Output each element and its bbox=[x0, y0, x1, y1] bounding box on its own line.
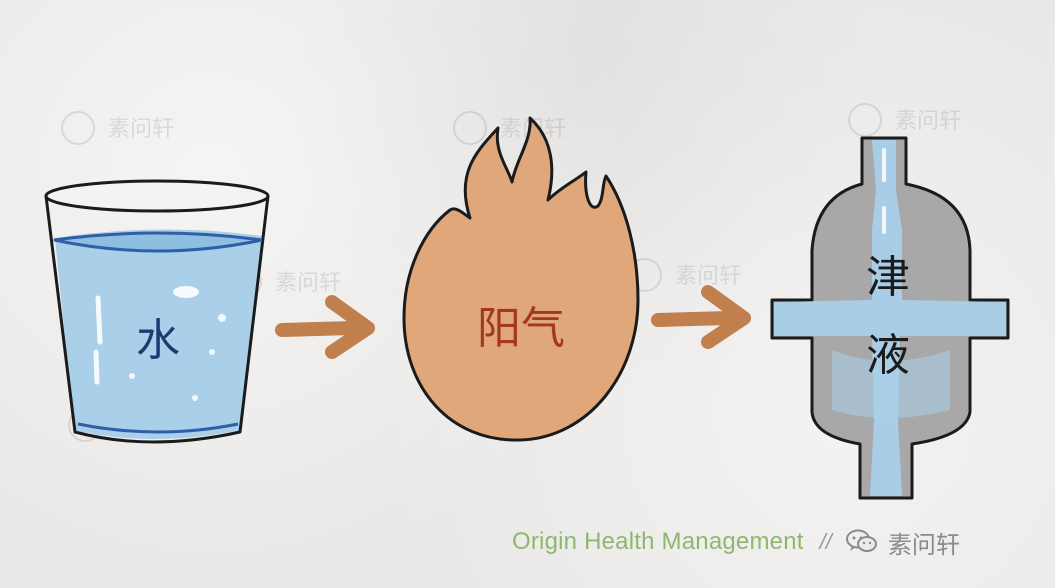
watermark-text: 素问轩 bbox=[895, 109, 961, 134]
watermark-7: 素问轩 bbox=[848, 103, 961, 137]
watermark-4: 素问轩 bbox=[453, 111, 566, 145]
footer-tagline: Origin Health Management bbox=[512, 528, 804, 555]
watermark-1: 素问轩 bbox=[61, 111, 174, 145]
water-glass-icon bbox=[44, 179, 270, 444]
yang-qi-label: 阳气 bbox=[477, 303, 565, 354]
jin-label: 津 bbox=[866, 252, 910, 303]
footer-separator: // bbox=[819, 529, 832, 554]
flame-icon bbox=[402, 116, 640, 442]
water-label: 水 bbox=[136, 315, 180, 366]
arrow-right-icon bbox=[651, 285, 751, 349]
footer-brand-line: Origin Health Management // 素问轩 bbox=[512, 527, 960, 559]
watermark-text: 素问轩 bbox=[675, 264, 741, 289]
ye-label: 液 bbox=[866, 330, 910, 381]
arrow-right-icon bbox=[275, 295, 375, 359]
wechat-icon bbox=[845, 529, 878, 555]
watermark-text: 素问轩 bbox=[108, 117, 174, 142]
watermark-5: 素问轩 bbox=[628, 258, 741, 292]
watermark-text: 素问轩 bbox=[275, 271, 341, 296]
vessel-icon bbox=[770, 136, 1010, 500]
footer-brand-name: 素问轩 bbox=[887, 530, 960, 559]
